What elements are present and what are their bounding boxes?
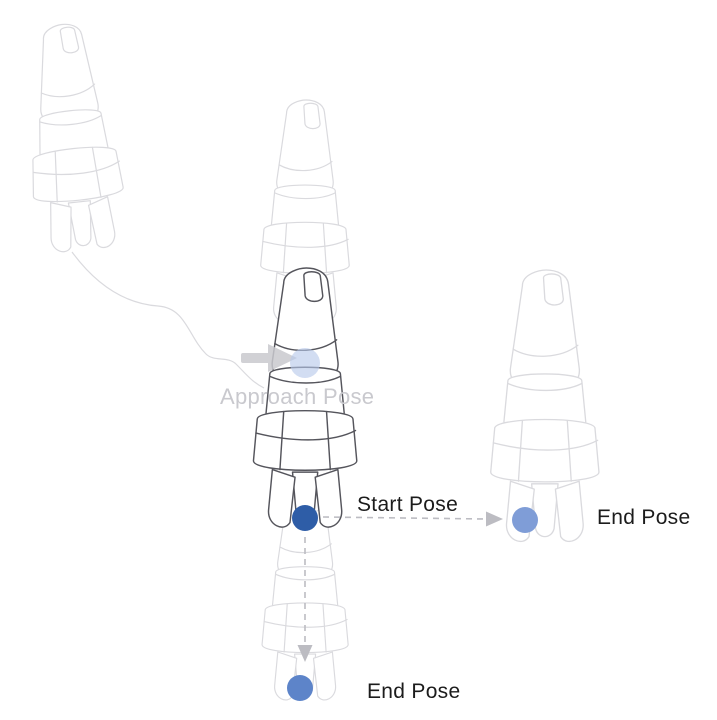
end-pose-bottom-dot — [287, 675, 313, 701]
approach-arrow-icon — [241, 344, 297, 372]
end-pose-bottom-label: End Pose — [367, 680, 461, 703]
gripper-ghost-right — [490, 269, 600, 543]
approach-pose-label: Approach Pose — [220, 384, 375, 409]
end-pose-right-label: End Pose — [597, 506, 691, 529]
start-pose-dot — [292, 505, 318, 531]
dashed-arrow-down — [297, 537, 313, 662]
approach-pose-dot — [290, 348, 320, 378]
dashed-arrow-right — [322, 511, 503, 527]
end-pose-right-dot — [512, 507, 538, 533]
gripper-ghost-top-left — [15, 19, 130, 255]
cable-line — [71, 251, 265, 389]
start-pose-label: Start Pose — [357, 493, 459, 516]
